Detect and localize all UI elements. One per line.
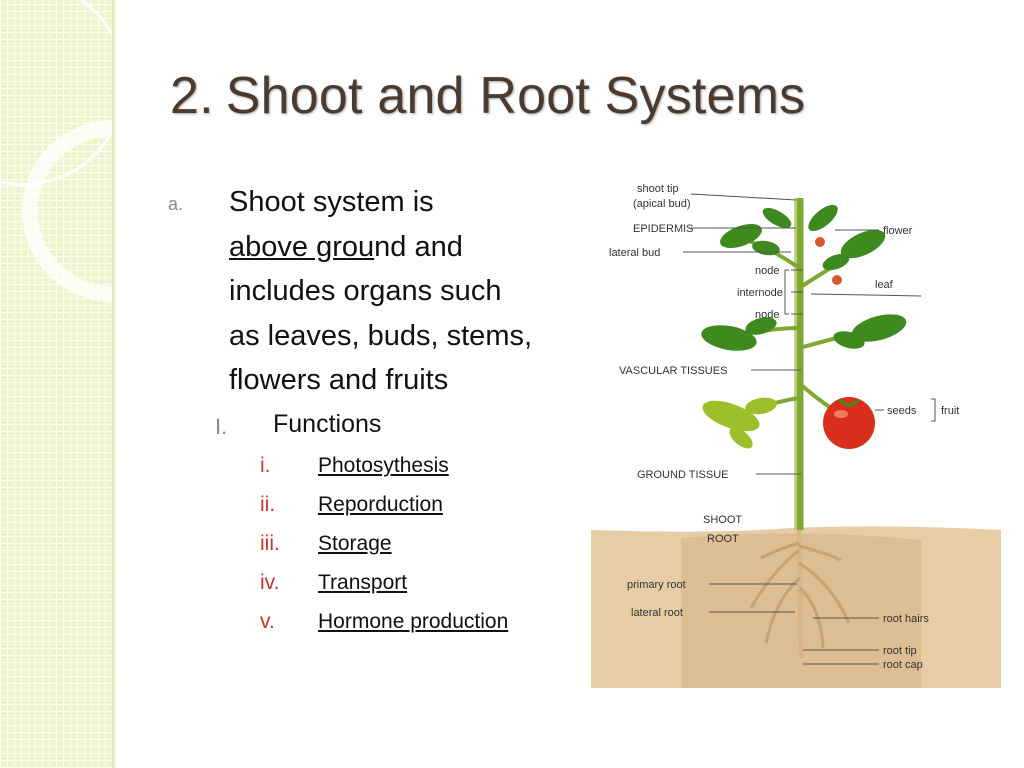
label-root-cap: root cap xyxy=(883,659,923,671)
label-epidermis: EPIDERMIS xyxy=(633,223,694,235)
function-number: v. xyxy=(260,610,275,633)
label-shoot-tip: shoot tip xyxy=(637,183,679,195)
label-vascular-tissues: VASCULAR TISSUES xyxy=(619,365,727,377)
flowers xyxy=(815,237,842,285)
label-root-hairs: root hairs xyxy=(883,613,929,625)
paragraph-line: flowers and fruits xyxy=(229,364,449,396)
function-link[interactable]: Transport xyxy=(318,571,408,594)
title-number: 2. xyxy=(170,67,214,125)
bullet-marker-a: a. xyxy=(168,194,184,214)
function-link[interactable]: Reporduction xyxy=(318,493,443,516)
sidebar-divider xyxy=(112,0,116,768)
root-system xyxy=(749,529,851,659)
paragraph-line: above ground and xyxy=(229,225,574,270)
tomato-fruit xyxy=(823,397,875,449)
label-primary-root: primary root xyxy=(627,579,686,591)
label-flower: flower xyxy=(883,225,913,237)
function-link[interactable]: Hormone production xyxy=(318,610,509,633)
paragraph-line: as leaves, buds, stems, xyxy=(229,319,533,352)
function-link[interactable]: Storage xyxy=(318,532,392,555)
label-leaf: leaf xyxy=(875,279,894,291)
leaves xyxy=(701,204,907,351)
title-text: Shoot and Root Systems xyxy=(225,67,806,125)
label-lateral-root: lateral root xyxy=(631,607,683,619)
function-number: ii. xyxy=(260,493,276,516)
function-number: i. xyxy=(260,454,271,477)
label-node: node xyxy=(755,265,779,277)
shoot-system-paragraph: Shoot system is above ground and include… xyxy=(229,180,574,403)
leader-lines xyxy=(683,193,936,665)
bullet-marker-roman: I. xyxy=(215,414,228,439)
paragraph-text: nd and xyxy=(374,230,463,263)
paragraph-line: includes organs such xyxy=(229,275,502,307)
plant-diagram: shoot tip (apical bud) EPIDERMIS lateral… xyxy=(591,178,1001,688)
function-number: iv. xyxy=(260,571,280,594)
label-shoot: SHOOT xyxy=(703,514,742,526)
plant-diagram-svg: shoot tip (apical bud) EPIDERMIS lateral… xyxy=(591,183,1001,688)
decorative-sidebar xyxy=(0,0,112,768)
label-lateral-bud: lateral bud xyxy=(609,247,660,259)
underlined-text: above grou xyxy=(229,230,375,263)
slide-title: 2.Shoot and Root Systems xyxy=(170,66,805,126)
functions-heading: Functions xyxy=(273,410,382,438)
lower-leaves xyxy=(702,397,777,449)
function-number: iii. xyxy=(260,532,280,555)
label-apical-bud: (apical bud) xyxy=(633,198,690,210)
label-internode: internode xyxy=(737,287,783,299)
label-node: node xyxy=(755,309,779,321)
fruit-calyx xyxy=(838,398,860,408)
label-root-tip: root tip xyxy=(883,645,917,657)
fruit-highlight xyxy=(834,410,848,418)
function-link[interactable]: Photosythesis xyxy=(318,454,449,477)
label-fruit: fruit xyxy=(941,405,959,417)
paragraph-line: Shoot system is xyxy=(229,186,434,218)
label-seeds: seeds xyxy=(887,405,917,417)
label-root: ROOT xyxy=(707,533,739,545)
label-ground-tissue: GROUND TISSUE xyxy=(637,469,728,481)
